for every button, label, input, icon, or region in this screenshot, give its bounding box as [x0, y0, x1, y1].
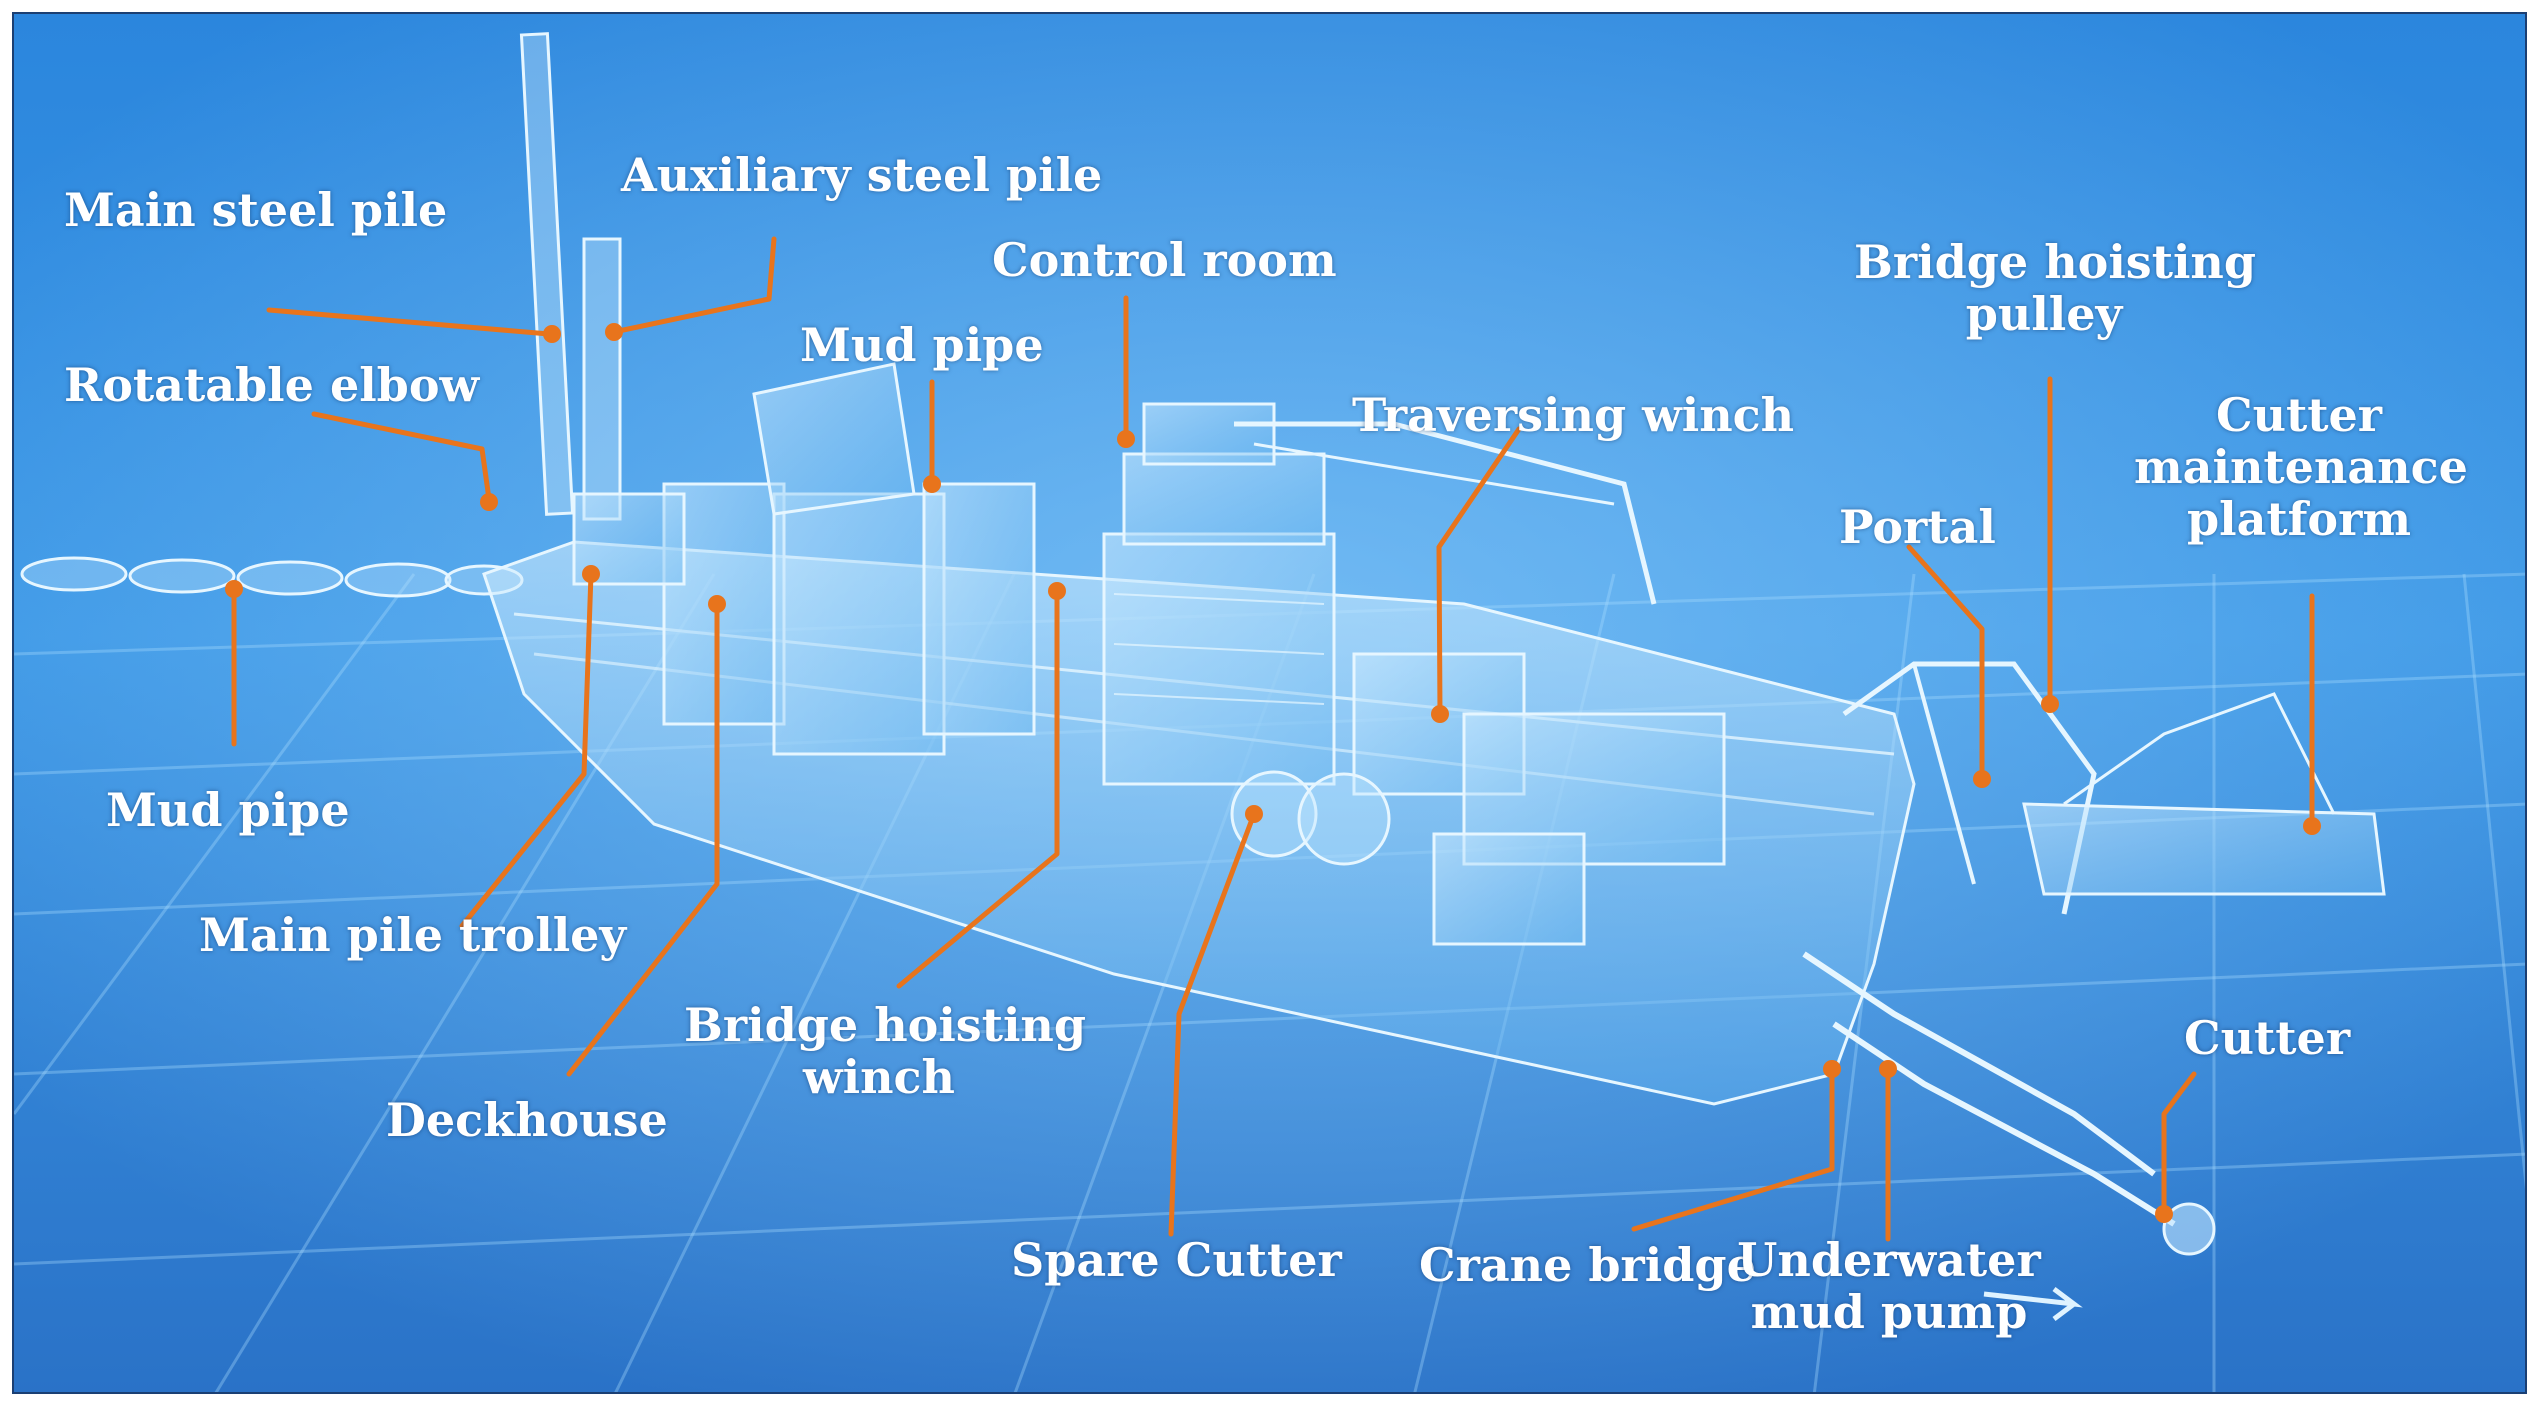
- leader-lines: [231, 236, 2315, 1242]
- label-bridge-hoisting-pulley: Bridge hoisting pulley: [1854, 235, 2257, 341]
- leader-rotatable-elbow: [311, 411, 492, 502]
- label-underwater-mud-pump: Underwater mud pump: [1737, 1233, 2041, 1339]
- label-crane-bridge: Crane bridge: [1419, 1238, 1756, 1292]
- label-cutter-maintenance-platform: Cutter maintenance platform: [2134, 388, 2468, 546]
- leader-main-steel-pile: [266, 307, 552, 337]
- label-cutter: Cutter: [2184, 1011, 2351, 1065]
- leader-portal: [1906, 544, 1985, 782]
- label-mud-pipe-left: Mud pipe: [106, 783, 350, 837]
- component-labels: Main steel pile Auxiliary steel pile Rot…: [14, 14, 2525, 1392]
- leader-dots: [225, 323, 2321, 1223]
- label-deckhouse: Deckhouse: [386, 1093, 668, 1147]
- label-main-pile-trolley: Main pile trolley: [199, 908, 627, 962]
- diagram-frame: Main steel pile Auxiliary steel pile Rot…: [12, 12, 2527, 1394]
- label-main-steel-pile: Main steel pile: [64, 183, 448, 237]
- label-bridge-hoisting-winch: Bridge hoisting winch: [684, 998, 1087, 1104]
- leader-bridge-hoisting-winch: [896, 588, 1060, 989]
- label-portal: Portal: [1839, 500, 1996, 554]
- label-mud-pipe-top: Mud pipe: [800, 318, 1044, 372]
- leader-deckhouse: [566, 601, 720, 1077]
- label-spare-cutter: Spare Cutter: [1011, 1233, 1342, 1287]
- leader-crane-bridge: [1631, 1066, 1835, 1232]
- leader-main-pile-trolley: [459, 571, 594, 929]
- label-control-room: Control room: [992, 233, 1337, 287]
- dredger-ship: [482, 32, 2386, 1321]
- dredger-scene: [14, 14, 2525, 1392]
- leader-spare-cutter: [1168, 811, 1257, 1237]
- leader-auxiliary-steel-pile: [611, 236, 777, 335]
- leader-traversing-winch: [1436, 426, 1522, 717]
- label-rotatable-elbow: Rotatable elbow: [64, 358, 480, 412]
- floating-pipeline: [20, 556, 524, 598]
- label-traversing-winch: Traversing winch: [1352, 388, 1795, 442]
- label-auxiliary-steel-pile: Auxiliary steel pile: [621, 148, 1103, 202]
- leader-cutter: [2161, 1071, 2197, 1217]
